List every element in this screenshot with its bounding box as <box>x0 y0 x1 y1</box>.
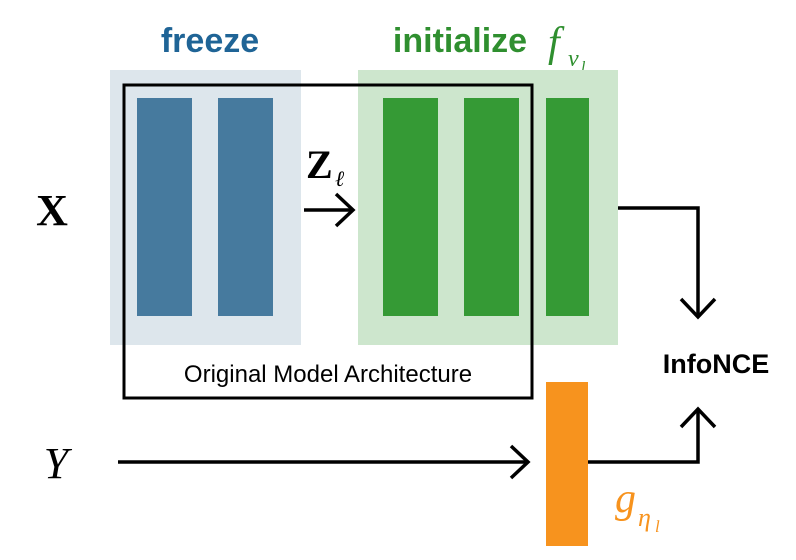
f-subscript: ν <box>568 46 579 72</box>
f-symbol: f <box>548 20 565 66</box>
frozen-layer-1 <box>137 98 192 316</box>
f-to-infonce-arrow <box>618 206 717 320</box>
z-subscript: ℓ <box>335 166 345 191</box>
y-arrow <box>118 444 531 480</box>
g-subscript: η <box>638 503 651 532</box>
y-input-label: Y <box>44 439 73 488</box>
init-layer-1 <box>383 98 438 316</box>
infonce-label: InfoNCE <box>663 349 769 379</box>
original-model-label: Original Model Architecture <box>184 361 472 388</box>
z-symbol: Z <box>306 142 333 187</box>
z-ell-label: Z ℓ <box>306 142 345 191</box>
init-layer-3 <box>546 98 589 316</box>
g-symbol: g <box>615 476 636 522</box>
g-projection-block <box>546 382 588 546</box>
z-arrow <box>304 192 356 228</box>
g-to-infonce-arrow <box>588 406 717 464</box>
x-input-label: X <box>36 186 68 235</box>
freeze-label: freeze <box>161 22 259 60</box>
f-nu-l-label: f ν l <box>548 20 586 76</box>
g-subsubscript: l <box>655 517 660 536</box>
frozen-layer-2 <box>218 98 273 316</box>
original-model-box <box>122 83 534 400</box>
f-subsubscript: l <box>581 59 586 76</box>
initialize-label: initialize <box>393 22 527 60</box>
g-eta-l-label: g η l <box>615 476 660 536</box>
init-layer-2 <box>464 98 519 316</box>
